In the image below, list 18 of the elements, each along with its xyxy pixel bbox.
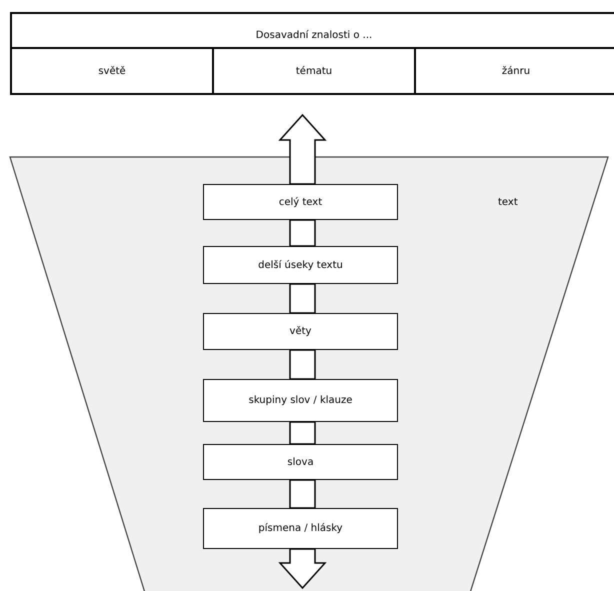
level-box: delší úseky textu [203,246,398,284]
table-cell-text: tématu [296,64,332,78]
level-box: skupiny slov / klauze [203,379,398,422]
level-box: celý text [203,184,398,220]
level-box: písmena / hlásky [203,508,398,549]
arrow [289,421,316,445]
table-cell-text: žánru [502,64,530,78]
level-box: věty [203,313,398,350]
funnel-label: text [498,196,518,210]
table-cell-text: světě [98,64,126,78]
arrow [278,548,327,590]
arrow [289,479,316,509]
arrow [278,114,327,185]
table-header: Dosavadní znalosti o ... [256,29,372,43]
arrow [289,283,316,314]
level-box: slova [203,444,398,480]
arrow [289,219,316,247]
arrow [289,349,316,380]
